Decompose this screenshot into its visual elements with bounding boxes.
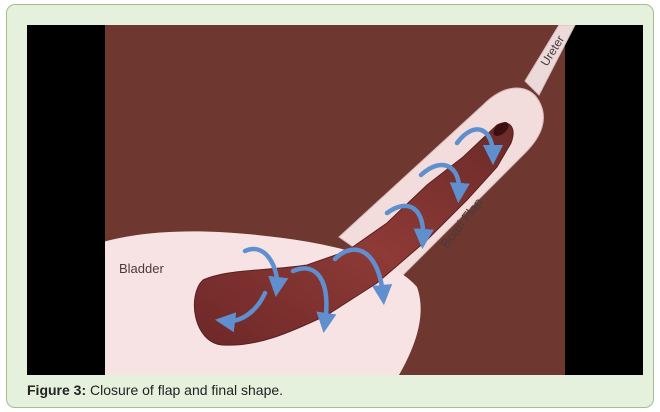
boari-flap-diagram: Bladder Ureter Boari Flap [27,25,643,375]
figure-caption: Figure 3: Closure of flap and final shap… [27,382,283,398]
figure-panel: Bladder Ureter Boari Flap Figure 3: Clos… [6,4,654,408]
figure-label: Figure 3: [27,382,86,398]
left-letterbox [27,25,105,375]
figure-caption-text: Closure of flap and final shape. [86,382,283,398]
figure-image: Bladder Ureter Boari Flap [27,25,643,375]
bladder-label: Bladder [119,261,164,276]
